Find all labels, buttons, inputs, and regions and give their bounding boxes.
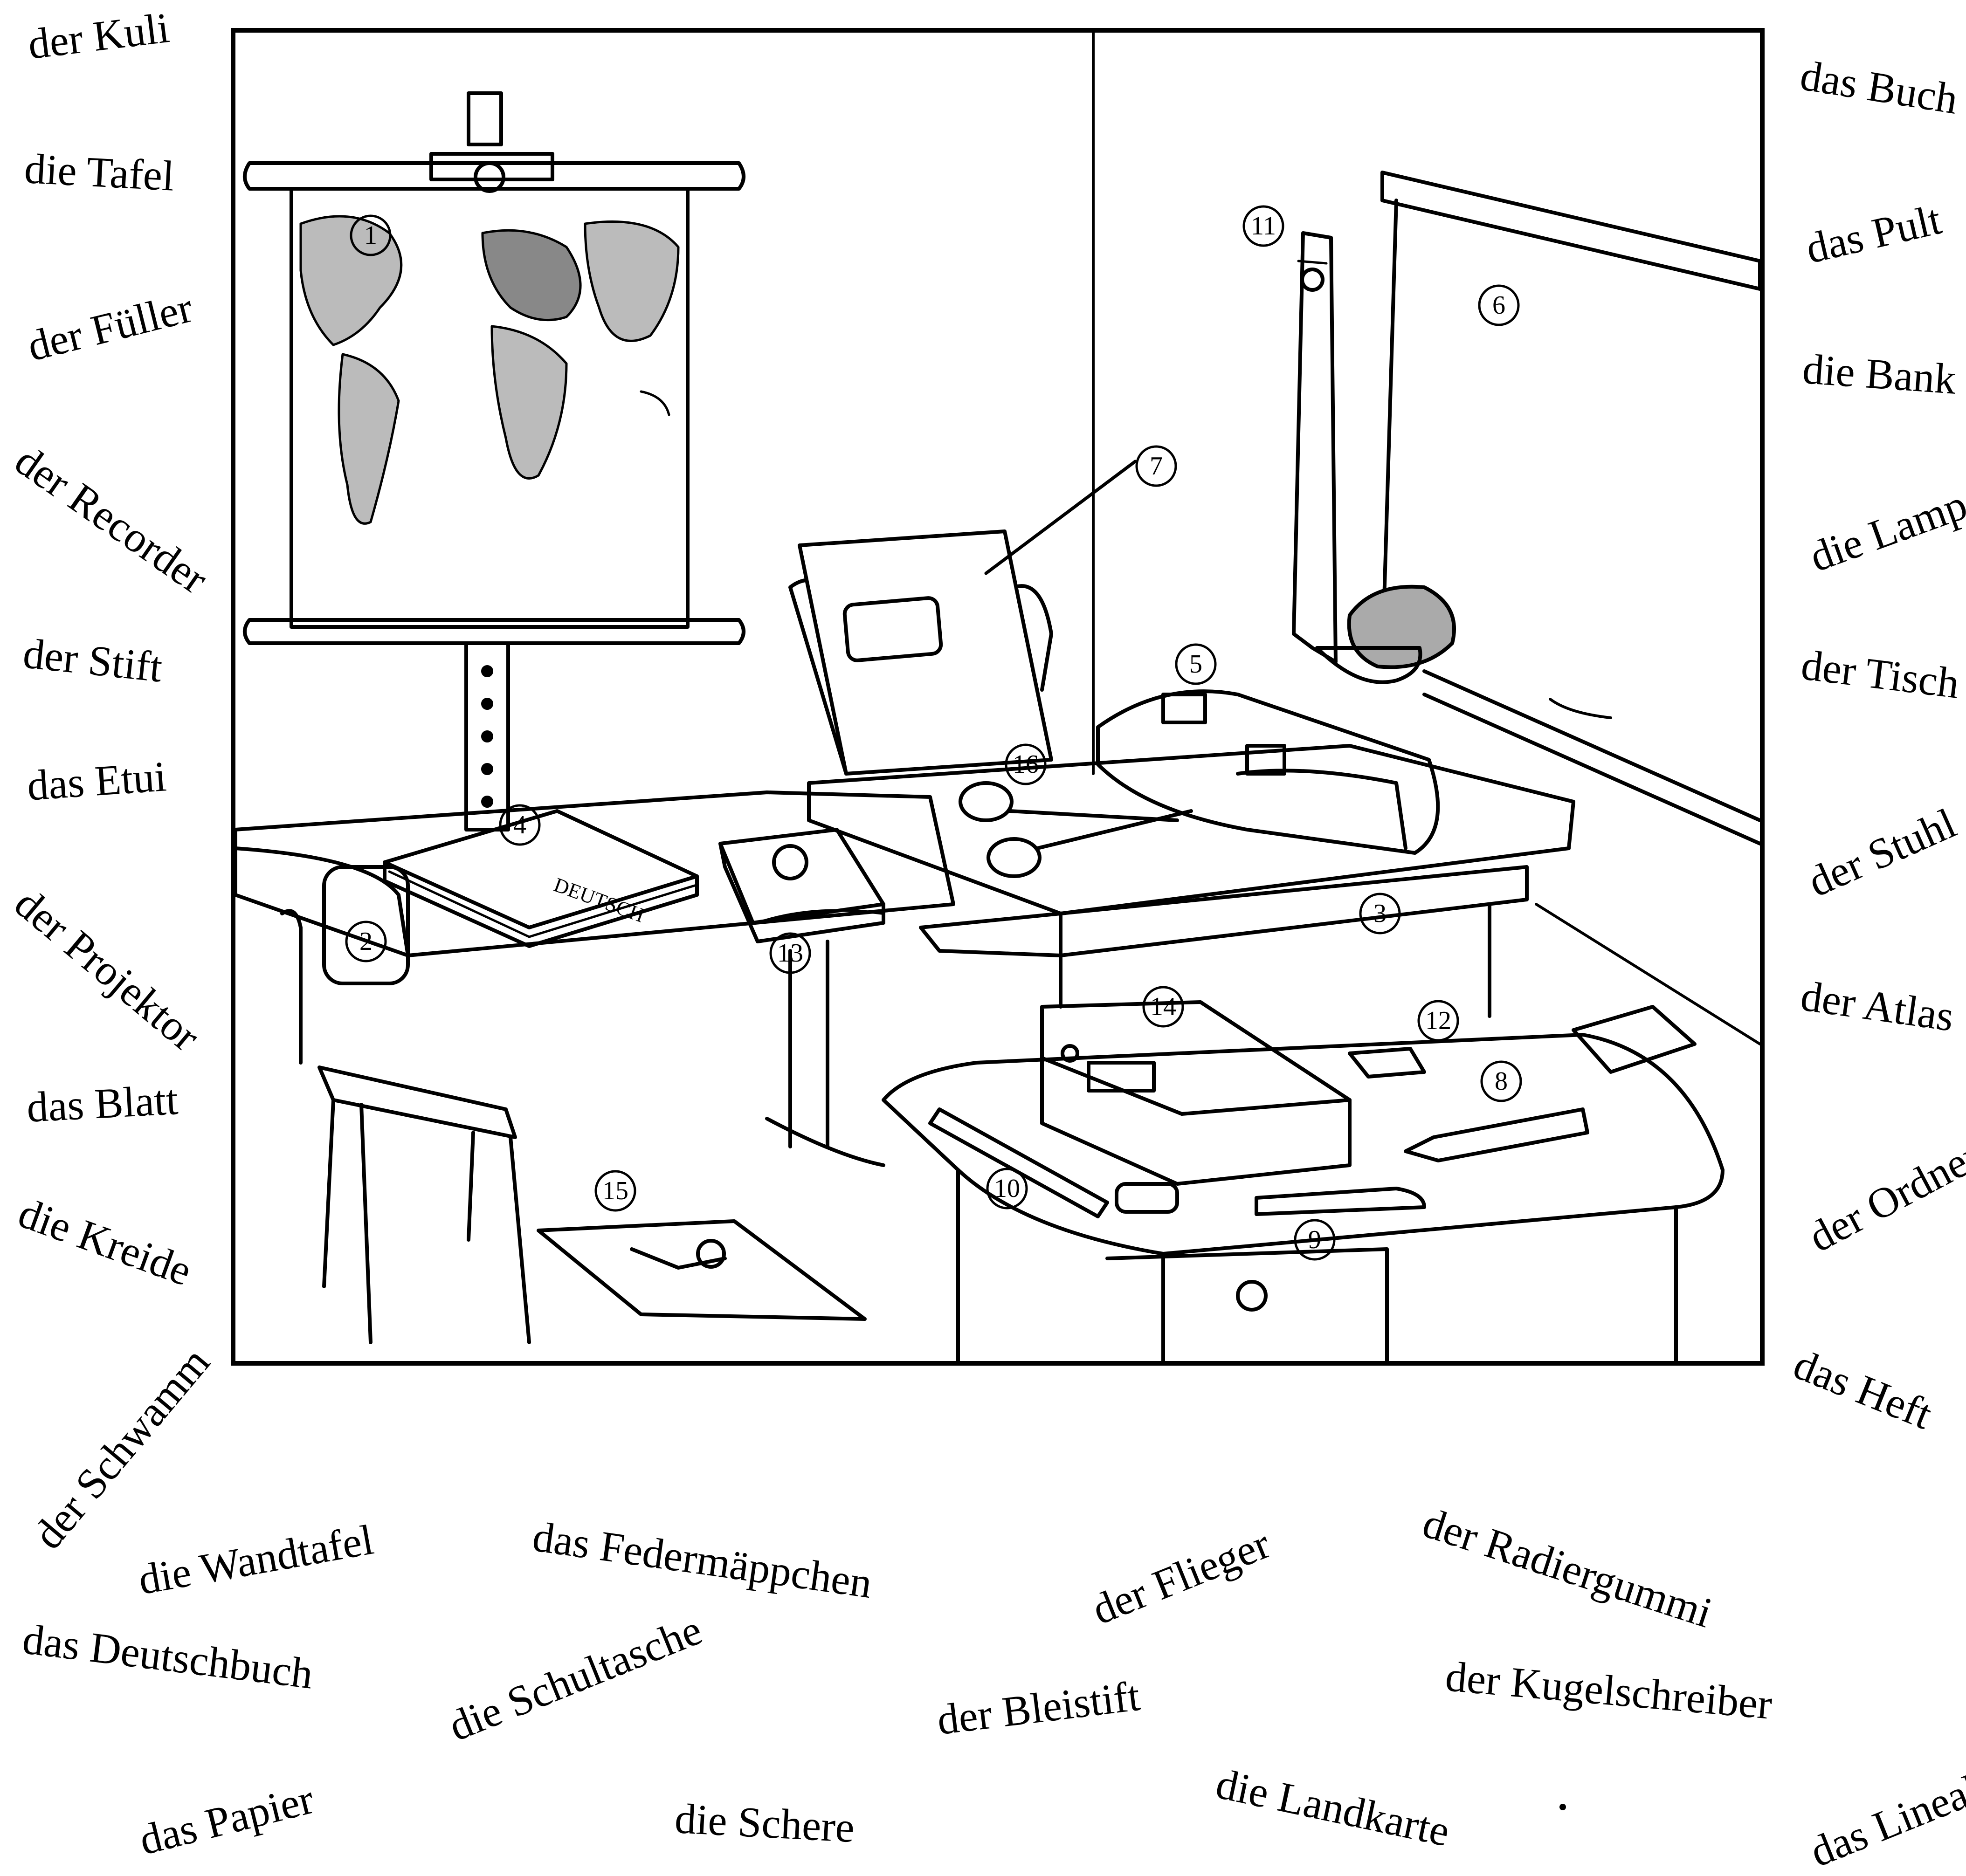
word-das-buch: das Buch — [1797, 51, 1961, 123]
word-die-schultasche: die Schultasche — [442, 1606, 709, 1750]
school-bag — [1096, 689, 1440, 855]
word-der-bleistift: der Bleistift — [934, 1671, 1143, 1744]
word-die-schere: die Schere — [673, 1794, 856, 1852]
word-der-atlas: der Atlas — [1798, 972, 1957, 1040]
word-der-radiergummi: der Radiergummi — [1417, 1498, 1718, 1637]
word-der-recorder: der Recorder — [7, 436, 217, 603]
svg-text:4: 4 — [513, 811, 526, 839]
word-das-papier: das Papier — [134, 1775, 318, 1864]
word-das-etui: das Etui — [25, 752, 168, 810]
svg-text:6: 6 — [1492, 291, 1505, 320]
book-4: DEUTSCH — [383, 809, 699, 948]
cassette-recorder — [1040, 1000, 1352, 1186]
stray-dot — [1559, 1804, 1566, 1810]
number-12: 12 — [1417, 1000, 1459, 1042]
svg-text:10: 10 — [994, 1174, 1020, 1203]
number-1: 1 — [350, 214, 392, 256]
word-die-lampe: die Lampe — [1803, 474, 1966, 581]
word-die-bank: die Bank — [1801, 345, 1958, 403]
book-spine-text: DEUTSCH — [551, 873, 648, 927]
wall-floor-right — [1535, 903, 1761, 1045]
word-das-pult: das Pult — [1801, 195, 1946, 273]
word-der-schwamm: der Schwamm — [24, 1338, 219, 1558]
word-das-deutschbuch: das Deutschbuch — [20, 1615, 316, 1698]
word-der-stift: der Stift — [21, 629, 165, 691]
svg-text:2: 2 — [359, 927, 373, 956]
svg-text:15: 15 — [602, 1176, 628, 1205]
ball-pen — [1255, 1187, 1426, 1216]
number-8: 8 — [1480, 1060, 1522, 1102]
svg-text:13: 13 — [777, 939, 803, 968]
number-11: 11 — [1242, 205, 1284, 247]
chalk — [1115, 1182, 1179, 1214]
world-map — [243, 91, 745, 831]
word-die-wandtafel: die Wandtafel — [135, 1515, 377, 1604]
chair — [280, 909, 531, 1344]
number-15: 15 — [594, 1170, 636, 1212]
word-der-ordner: der Ordner — [1800, 1131, 1966, 1261]
word-der-kugelschreiber: der Kugelschreiber — [1443, 1652, 1774, 1728]
svg-text:5: 5 — [1189, 650, 1202, 679]
blackboard — [1292, 171, 1762, 845]
number-labels: 1 2 3 4 5 6 7 8 9 10 11 12 13 14 15 16 — [345, 205, 1522, 1261]
svg-text:1: 1 — [364, 221, 377, 250]
number-10: 10 — [986, 1168, 1028, 1209]
word-das-federmaeppchen: das Federmäppchen — [530, 1512, 875, 1608]
word-der-flieger: der Flieger — [1085, 1519, 1277, 1634]
classroom-illustration: DEUTSCH — [231, 28, 1765, 1366]
svg-text:12: 12 — [1425, 1006, 1451, 1035]
front-desk — [882, 1033, 1725, 1363]
svg-text:7: 7 — [1150, 452, 1163, 481]
scissors — [959, 781, 1193, 878]
svg-text:8: 8 — [1495, 1067, 1508, 1096]
word-der-projektor: der Projektor — [6, 879, 209, 1060]
svg-text:3: 3 — [1373, 899, 1387, 928]
left-desk — [234, 790, 955, 1167]
number-9: 9 — [1294, 1219, 1336, 1261]
number-2: 2 — [345, 921, 387, 962]
svg-text:14: 14 — [1150, 992, 1176, 1021]
word-der-stuhl: der Stuhl — [1800, 799, 1963, 906]
word-der-fueller: der Füller — [22, 283, 198, 371]
illustration-frame — [231, 28, 1765, 1366]
number-3: 3 — [1359, 893, 1401, 935]
fountain-pen — [928, 1107, 1109, 1218]
paper-plane — [1572, 1005, 1697, 1074]
word-die-tafel: die Tafel — [23, 144, 176, 200]
svg-text:9: 9 — [1308, 1225, 1321, 1254]
eraser — [1348, 1047, 1426, 1079]
word-das-heft: das Heft — [1787, 1340, 1939, 1438]
number-5: 5 — [1175, 643, 1217, 685]
word-der-kuli: der Kuli — [25, 3, 172, 69]
svg-text:11: 11 — [1251, 212, 1276, 241]
svg-text:16: 16 — [1013, 750, 1039, 779]
pencil-case — [718, 828, 885, 943]
number-4: 4 — [499, 804, 541, 846]
number-16: 16 — [1005, 743, 1047, 785]
number-13: 13 — [769, 932, 811, 974]
word-das-lineal: das Lineal — [1803, 1765, 1966, 1876]
word-das-blatt: das Blatt — [25, 1076, 179, 1131]
drawing-paper — [537, 1219, 867, 1321]
word-die-landkarte: die Landkarte — [1212, 1759, 1454, 1855]
number-14: 14 — [1142, 986, 1184, 1028]
notebook-7 — [788, 460, 1137, 776]
word-die-kreide: die Kreide — [12, 1189, 198, 1295]
number-7: 7 — [1135, 445, 1177, 487]
pencil — [1404, 1107, 1589, 1162]
number-6: 6 — [1478, 284, 1520, 326]
center-desk — [807, 744, 1575, 1018]
word-der-tisch: der Tisch — [1799, 641, 1962, 708]
